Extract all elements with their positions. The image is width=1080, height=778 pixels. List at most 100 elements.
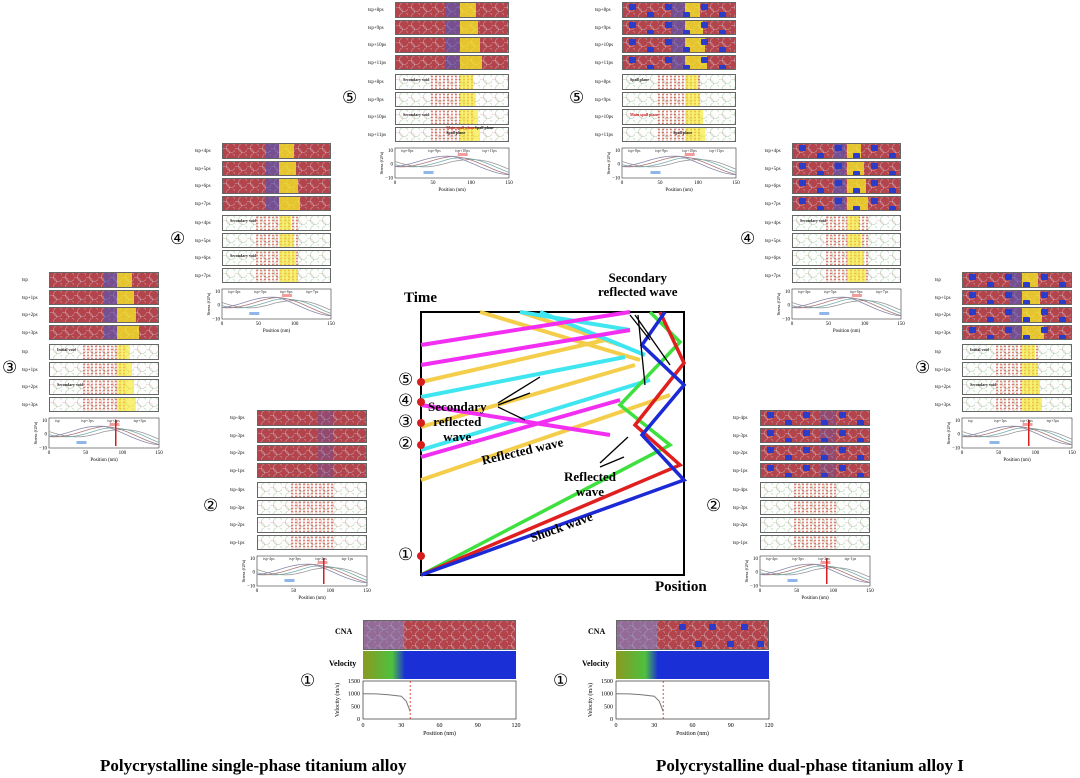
alpha-grain	[785, 437, 792, 443]
stress-ytick: −10	[782, 317, 790, 322]
cna-snapshot	[395, 37, 509, 53]
void-annotation: Secondary void	[403, 112, 430, 117]
snapshot-time-label: tsp+3ps	[22, 402, 38, 408]
stress-xtick: 0	[961, 451, 964, 456]
defect-snapshot	[792, 250, 901, 266]
stress-curve	[48, 429, 160, 440]
time-axis-label: Time	[404, 290, 438, 306]
alpha-grain	[835, 197, 842, 204]
velocity-ytick: 1000	[348, 692, 360, 698]
spall-zone	[459, 3, 476, 17]
stress-ytick: 10	[388, 149, 394, 154]
snapshot-time-label: tsp+7ps	[765, 201, 781, 207]
void-annotation: Secondary void	[970, 382, 997, 387]
velocity-ytick: 0	[610, 717, 613, 723]
snapshot-time-label: tsp+11ps	[595, 132, 613, 138]
alpha-grain	[839, 464, 846, 471]
snapshot-time-label: tsp+1ps	[935, 367, 951, 373]
alpha-grain	[987, 317, 994, 322]
stress-xtick: 150	[1068, 451, 1076, 456]
defect-snapshot	[962, 396, 1072, 412]
snapshot-time-label: tsp-4ps	[230, 416, 245, 421]
stress-xtick: 0	[394, 181, 397, 186]
defect-snapshot	[622, 109, 736, 125]
snapshot-time-label: tsp-4ps	[230, 488, 245, 493]
alpha-grain	[701, 4, 708, 10]
alpha-grain	[767, 412, 774, 418]
stress-curve	[221, 298, 332, 314]
cna-snapshot	[49, 324, 159, 340]
alpha-grain	[629, 39, 636, 45]
alpha-grain	[987, 282, 994, 287]
stage-marker: ④	[740, 229, 756, 249]
void-zone	[846, 233, 862, 247]
disorder-zone	[671, 38, 685, 52]
cna-snapshot	[962, 307, 1072, 323]
stress-xtick: 50	[794, 589, 800, 594]
stress-xtick: 100	[1032, 451, 1040, 456]
stress-curve	[791, 300, 902, 311]
cna-snapshot	[222, 160, 331, 176]
velocity-frame	[362, 680, 517, 720]
stress-xtick: 0	[791, 322, 794, 327]
void-zone	[116, 397, 137, 411]
disorder-zone	[1009, 308, 1023, 322]
legend-label: tsp-3ps	[792, 556, 804, 561]
stress-xlabel: Position (nm)	[1003, 458, 1031, 463]
spall-line	[115, 420, 117, 446]
defect-cloud	[290, 500, 334, 514]
velocity-ytick: 0	[357, 717, 360, 723]
disorder-zone	[317, 428, 333, 442]
alpha-grain	[799, 145, 806, 151]
alpha-grain	[821, 472, 828, 478]
defect-snapshot	[962, 344, 1072, 360]
stress-xtick: 150	[897, 322, 905, 327]
alpha-grain	[839, 412, 846, 418]
right-arrow-icon	[1022, 423, 1033, 426]
right-arrow-icon	[851, 294, 862, 297]
alpha-grain	[1059, 317, 1066, 322]
stress-curve	[621, 157, 737, 173]
defect-snapshot	[622, 91, 736, 107]
alpha-grain	[1041, 291, 1048, 298]
alpha-grain	[767, 447, 774, 453]
alpha-grain	[701, 56, 708, 63]
legend-label: tsp-3ps	[289, 556, 301, 561]
magenta-waves	[420, 310, 631, 459]
void-annotation: Spall plane	[630, 77, 650, 82]
void-zone	[459, 92, 476, 106]
alpha-grain	[803, 412, 810, 418]
snapshot-time-label: tsp+1ps	[935, 295, 951, 301]
defect-snapshot	[760, 517, 870, 533]
defect-cloud	[255, 216, 298, 230]
legend-label: tsp+1ps	[994, 418, 1007, 423]
alpha-grain	[683, 29, 690, 35]
shock-waves	[420, 310, 688, 577]
alpha-grain	[1005, 309, 1012, 315]
alpha-grain	[889, 153, 896, 158]
left-arrow-icon	[284, 579, 295, 582]
alpha-grain	[719, 29, 726, 35]
stress-curve	[394, 155, 510, 176]
position-axis-label: Position	[655, 579, 707, 595]
spall-zone	[278, 161, 296, 175]
snapshot-time-label: tsp+8ps	[595, 8, 611, 13]
disorder-zone	[671, 20, 685, 34]
stress-curve	[621, 155, 737, 176]
left-arrow-icon	[989, 441, 1000, 444]
alpha-grain	[1059, 282, 1066, 287]
stage-marker: ②	[706, 496, 722, 516]
velocity-xtick: 30	[398, 723, 404, 729]
cna-snapshot	[257, 445, 367, 461]
stress-ylabel: Stress (GPa)	[379, 151, 384, 174]
alpha-grain	[987, 334, 994, 340]
alpha-grain	[701, 39, 708, 45]
right-arrow-icon	[317, 561, 328, 564]
legend-label: tsp+10ps	[455, 148, 470, 153]
annotation-arrows	[497, 314, 671, 468]
snapshot-time-label: tsp-1ps	[733, 468, 748, 474]
